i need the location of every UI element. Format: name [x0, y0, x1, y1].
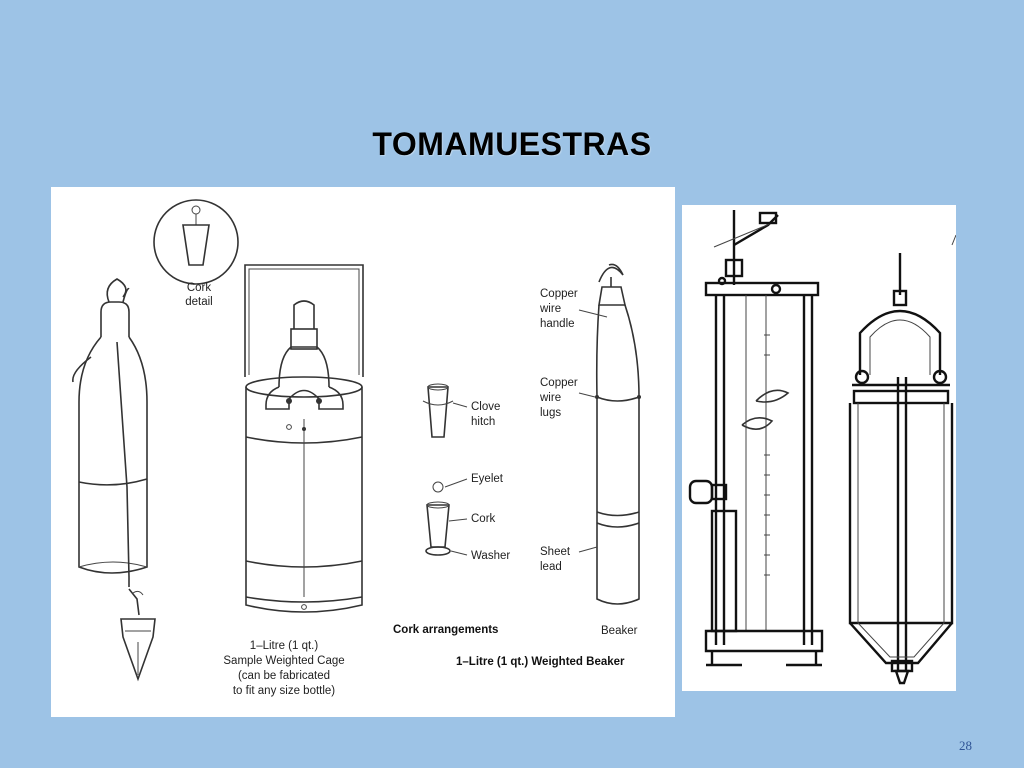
copper-wire-lugs-label-2: wire [539, 392, 561, 404]
cage-caption-3: (can be fabricated [238, 670, 330, 682]
copper-wire-lugs-label-1: Copper [540, 377, 578, 389]
cork-detail-label-2: detail [185, 296, 213, 308]
copper-wire-handle-label-2: wire [539, 303, 561, 315]
conical-sampler-drawing [848, 234, 956, 685]
eyelet-label: Eyelet [471, 473, 504, 485]
cork-arrangements-drawing: Clove hitch Eyelet Cork Washer Cork arra… [393, 383, 510, 636]
copper-wire-lugs-label-3: lugs [540, 407, 561, 419]
clove-hitch-label-2: hitch [471, 416, 495, 428]
copper-wire-handle-label-3: handle [540, 318, 575, 330]
cage-caption-4: to fit any size bottle) [233, 685, 335, 697]
cage-caption-1: 1–Litre (1 qt.) [250, 640, 319, 652]
cork-detail-drawing: Cork detail [153, 199, 239, 308]
beaker-label: Beaker [601, 625, 638, 637]
cork-detail-label-1: Cork [187, 282, 212, 294]
sampler-drawings-panel: Cork detail 1–Litre (1 qt.) Sample Weigh… [51, 187, 675, 717]
page-number: 28 [959, 738, 972, 753]
tall-sampler-drawing [688, 210, 824, 667]
slide-title: TOMAMUESTRAS [372, 126, 652, 162]
sheet-lead-label-2: lead [540, 561, 562, 573]
copper-wire-handle-label-1: Copper [540, 288, 578, 300]
beaker-caption: 1–Litre (1 qt.) Weighted Beaker [456, 656, 625, 668]
weighted-beaker-drawing: Copper wire handle Copper wire lugs Shee… [456, 263, 641, 668]
cork-arrangements-label: Cork arrangements [393, 624, 498, 636]
washer-label: Washer [471, 550, 510, 562]
cork-label: Cork [471, 513, 496, 525]
bottle-drawing [72, 278, 156, 682]
sheet-lead-label-1: Sheet [540, 546, 571, 558]
cage-caption-2: Sample Weighted Cage [223, 655, 344, 667]
sampler-line-drawing: Cork detail 1–Litre (1 qt.) Sample Weigh… [72, 199, 641, 697]
depth-sampler-line-drawing [688, 210, 956, 685]
weighted-cage-drawing: 1–Litre (1 qt.) Sample Weighted Cage (ca… [223, 264, 364, 697]
depth-sampler-panel [682, 205, 956, 691]
clove-hitch-label-1: Clove [471, 401, 500, 413]
